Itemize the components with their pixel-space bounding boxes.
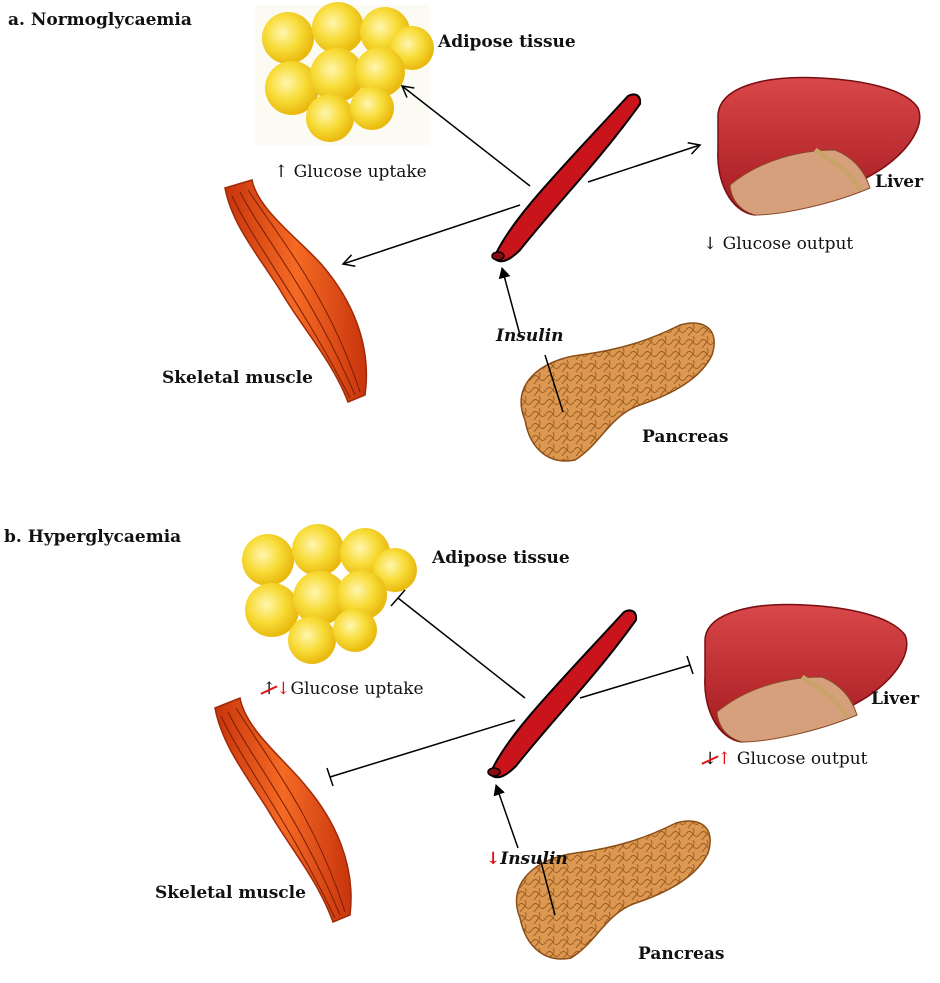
liver-effect: ↓↑ Glucose output <box>703 749 868 769</box>
red-down-arrow-icon: ↓ <box>276 679 290 699</box>
pancreas-icon <box>517 821 711 959</box>
arrow-insulin-to-vessel <box>496 785 518 848</box>
inhibit-bar-adipose <box>391 590 405 606</box>
red-down-arrow-icon: ↓ <box>486 849 500 869</box>
liver-icon <box>718 77 920 215</box>
panel-a-title: a. Normoglycaemia <box>8 10 192 30</box>
liver-effect-text: Glucose output <box>737 749 868 769</box>
red-up-arrow-icon: ↑ <box>717 749 731 769</box>
liver-effect: ↓ Glucose output <box>703 234 853 254</box>
pancreas-label: Pancreas <box>638 944 724 964</box>
arrow-insulin-to-vessel <box>502 268 520 335</box>
adipose-label: Adipose tissue <box>438 32 576 52</box>
muscle-label: Skeletal muscle <box>162 368 313 388</box>
liver-effect-text: Glucose output <box>723 234 854 254</box>
struck-up-arrow-icon: ↑ <box>262 679 276 699</box>
adipose-tissue-icon <box>255 2 434 145</box>
adipose-effect: ↑↓Glucose uptake <box>262 679 424 699</box>
adipose-effect-text: Glucose uptake <box>291 679 424 699</box>
pancreas-label: Pancreas <box>642 427 728 447</box>
adipose-label: Adipose tissue <box>432 548 570 568</box>
panel-b <box>215 524 907 959</box>
up-arrow-icon: ↑ <box>274 162 288 182</box>
struck-down-arrow-icon: ↓ <box>703 749 717 769</box>
inhibit-to-muscle <box>330 720 515 777</box>
panel-a <box>225 2 920 461</box>
liver-label: Liver <box>871 689 919 709</box>
down-arrow-icon: ↓ <box>703 234 717 254</box>
liver-label: Liver <box>875 172 923 192</box>
liver-icon <box>705 604 907 742</box>
adipose-effect-text: Glucose uptake <box>294 162 427 182</box>
muscle-label: Skeletal muscle <box>155 883 306 903</box>
insulin-text: Insulin <box>500 849 568 869</box>
adipose-effect: ↑ Glucose uptake <box>274 162 427 182</box>
adipose-tissue-icon <box>242 524 417 664</box>
blood-vessel-icon <box>488 610 636 777</box>
panel-b-title: b. Hyperglycaemia <box>4 527 181 547</box>
blood-vessel-icon <box>492 94 640 261</box>
insulin-label: ↓Insulin <box>486 849 568 869</box>
insulin-label: Insulin <box>496 326 564 346</box>
